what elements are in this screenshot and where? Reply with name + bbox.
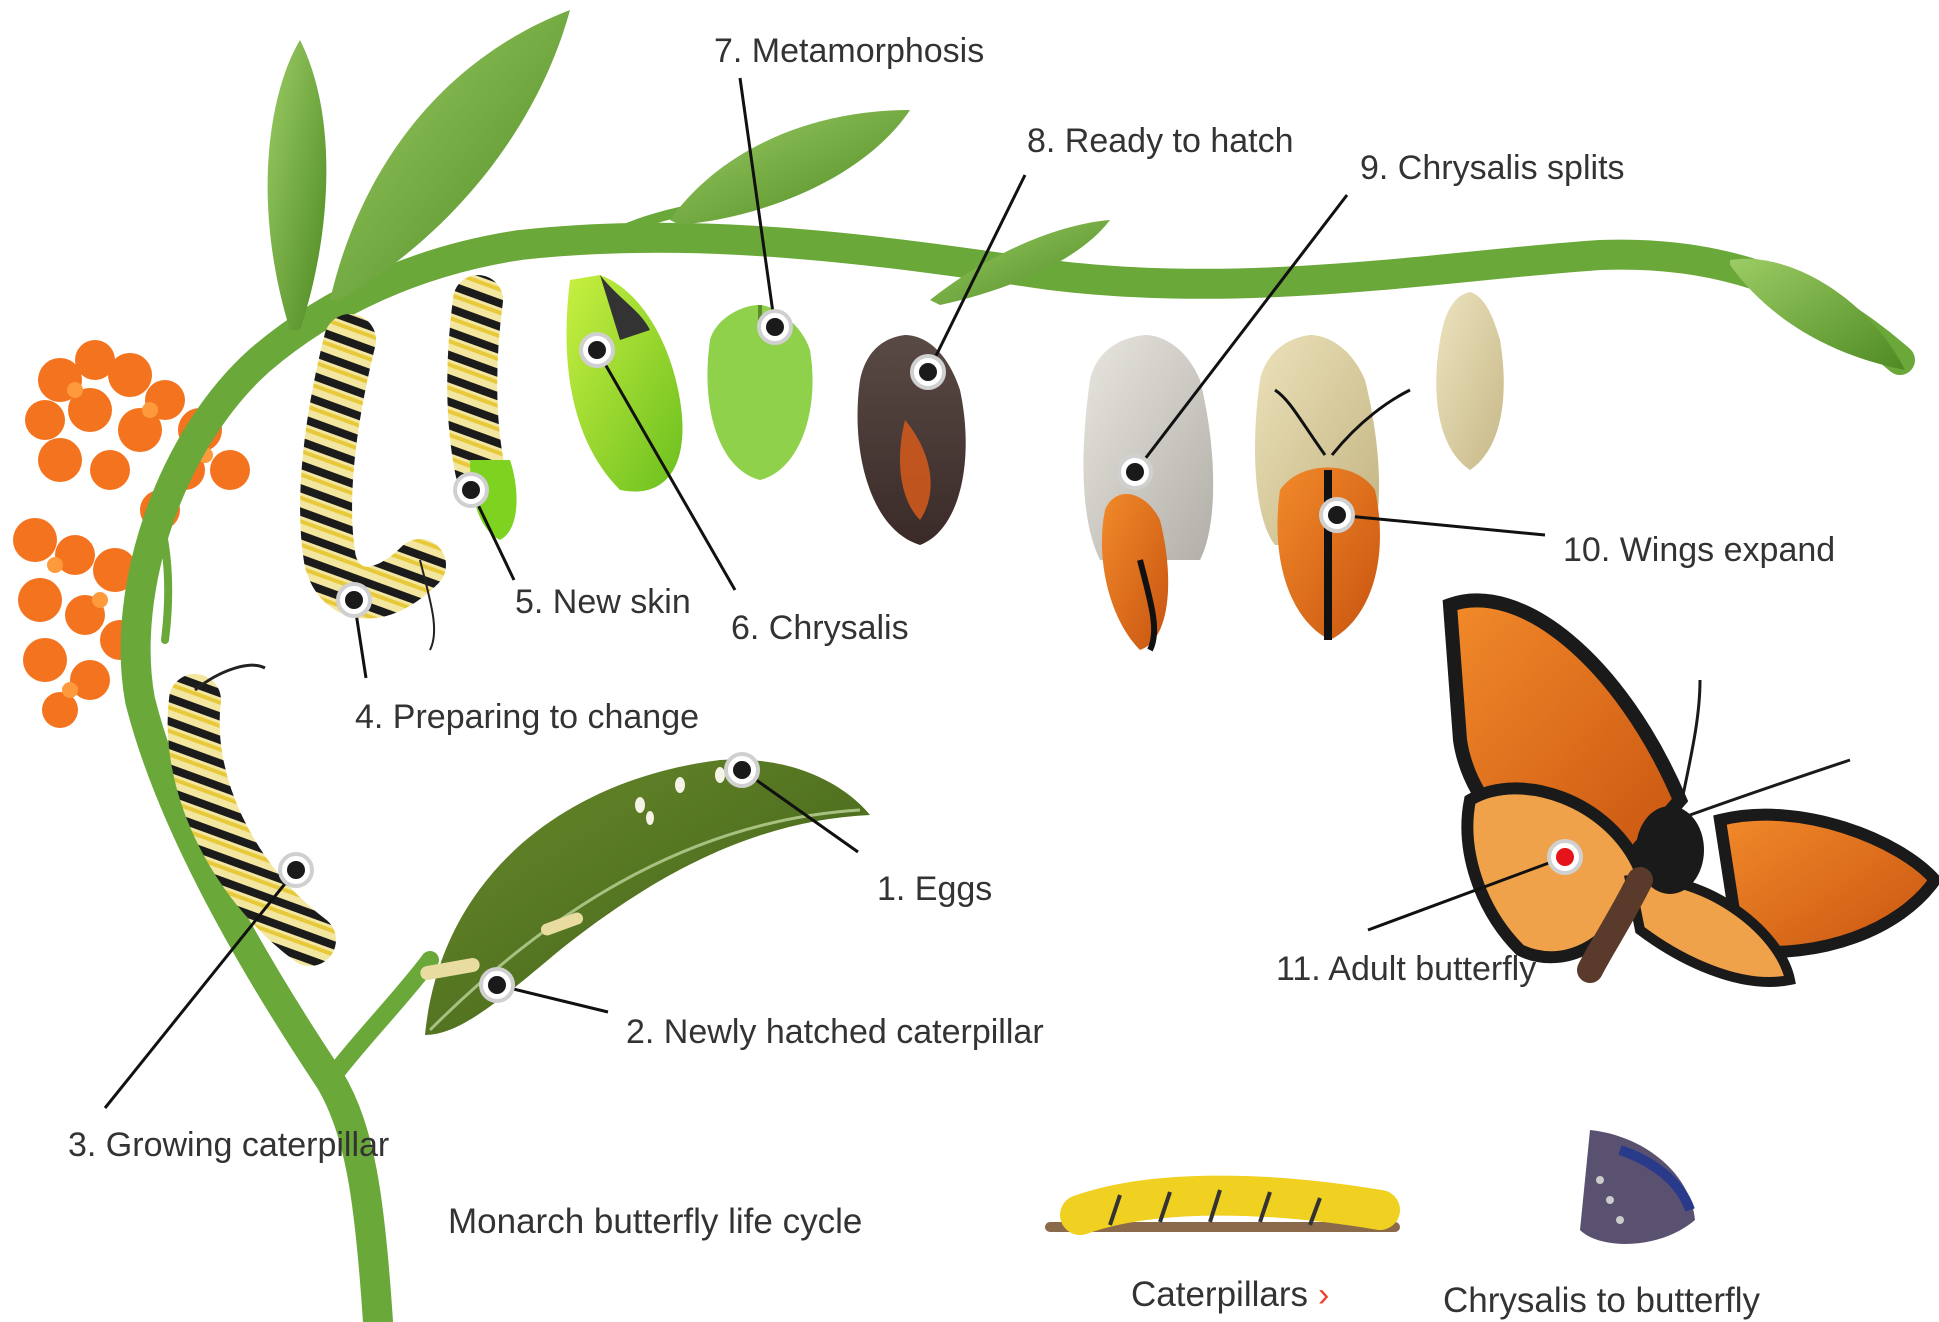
stage-label-growing-caterpillar[interactable]: 3. Growing caterpillar: [68, 1128, 389, 1162]
hotspot-chrysalis[interactable]: [581, 334, 613, 366]
caterpillars-link-label: Caterpillars: [1131, 1275, 1308, 1314]
hotspot-preparing-to-change[interactable]: [338, 584, 370, 616]
caterpillar-thumbnail[interactable]: [1045, 1190, 1400, 1232]
hotspot-newly-hatched-caterpillar[interactable]: [481, 969, 513, 1001]
hotspot-chrysalis-splits[interactable]: [1119, 456, 1151, 488]
caterpillars-link[interactable]: Caterpillars ›: [1131, 1277, 1329, 1312]
stage-label-ready-to-hatch[interactable]: 8. Ready to hatch: [1027, 124, 1294, 158]
stage-label-adult-butterfly[interactable]: 11. Adult butterfly: [1276, 952, 1536, 986]
hotspot-growing-caterpillar[interactable]: [280, 854, 312, 886]
butterfly-emerging: [1255, 335, 1410, 640]
stage-label-preparing-to-change[interactable]: 4. Preparing to change: [355, 700, 699, 734]
adult-butterfly: [1450, 600, 1935, 982]
stage-label-eggs[interactable]: 1. Eggs: [877, 872, 992, 906]
hotspot-eggs[interactable]: [726, 754, 758, 786]
hotspot-metamorphosis[interactable]: [759, 311, 791, 343]
chrysalis-forming: [567, 275, 683, 492]
hotspot-wings-expand[interactable]: [1321, 499, 1353, 531]
stage-label-chrysalis-splits[interactable]: 9. Chrysalis splits: [1360, 151, 1625, 185]
stage-label-newly-hatched-caterpillar[interactable]: 2. Newly hatched caterpillar: [626, 1015, 1044, 1049]
chrysalis-splitting: [1083, 335, 1213, 650]
empty-chrysalis: [1436, 292, 1504, 470]
chrysalis-butterfly-thumbnail[interactable]: [1580, 1130, 1695, 1244]
stage-label-chrysalis[interactable]: 6. Chrysalis: [731, 611, 909, 645]
stage-label-new-skin[interactable]: 5. New skin: [515, 585, 691, 619]
hotspot-ready-to-hatch[interactable]: [912, 356, 944, 388]
stage-label-wings-expand[interactable]: 10. Wings expand: [1563, 533, 1835, 567]
chrysalis-to-butterfly-link[interactable]: Chrysalis to butterfly: [1443, 1283, 1760, 1318]
diagram-title: Monarch butterfly life cycle: [448, 1204, 862, 1239]
hotspot-new-skin[interactable]: [455, 474, 487, 506]
chevron-right-icon: ›: [1318, 1276, 1329, 1314]
stage-label-metamorphosis[interactable]: 7. Metamorphosis: [714, 34, 984, 68]
hotspot-adult-butterfly[interactable]: [1549, 841, 1581, 873]
